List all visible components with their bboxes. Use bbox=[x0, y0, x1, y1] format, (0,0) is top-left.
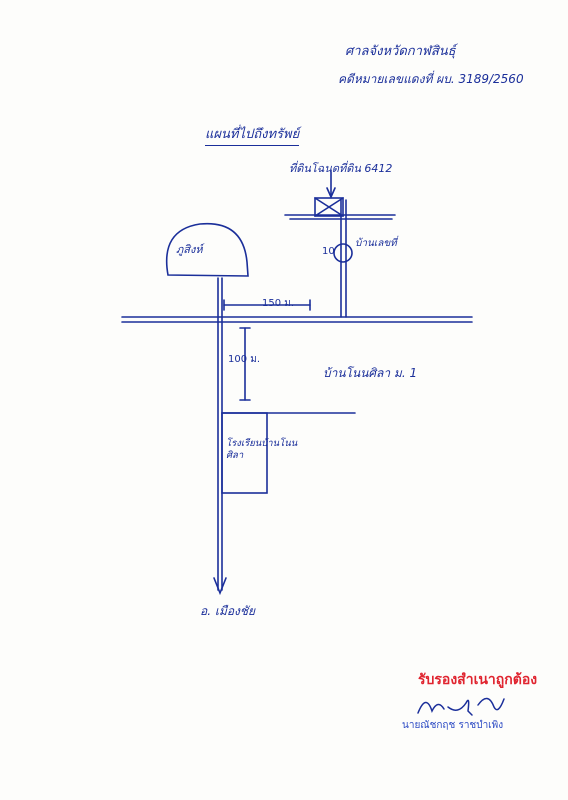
property-marker bbox=[314, 197, 344, 217]
direction-label: อ. เมืองชัย bbox=[200, 604, 256, 618]
mountain-label: ภูสิงห์ bbox=[176, 243, 203, 256]
house-label: บ้านเลขที่ bbox=[355, 238, 397, 249]
property-label: ที่ดินโฉนดที่ดิน 6412 bbox=[289, 162, 393, 175]
direction-arrow bbox=[213, 577, 227, 596]
school-box bbox=[221, 412, 268, 494]
signature-mark bbox=[417, 697, 505, 716]
signer-name: นายณัชกฤช ราชบำเพิง bbox=[402, 720, 504, 731]
mountain-shape bbox=[166, 222, 249, 277]
distance-vertical-label: 100 ม. bbox=[228, 354, 261, 365]
certification-stamp: รับรองสำเนาถูกต้อง bbox=[418, 672, 538, 688]
distance-horizontal-label: 150 ม. bbox=[262, 298, 295, 309]
house-number: 10 bbox=[322, 246, 335, 257]
house-circle bbox=[333, 243, 353, 263]
case-number: คดีหมายเลขแดงที่ ผบ. 3189/2560 bbox=[338, 72, 524, 86]
village-label: บ้านโนนศิลา ม. 1 bbox=[323, 366, 418, 380]
court-name: ศาลจังหวัดกาฬสินธุ์ bbox=[345, 44, 456, 59]
map-title: แผนที่ไปถึงทรัพย์ bbox=[205, 123, 300, 146]
school-label: โรงเรียนบ้านโนนศิลา bbox=[226, 438, 298, 461]
